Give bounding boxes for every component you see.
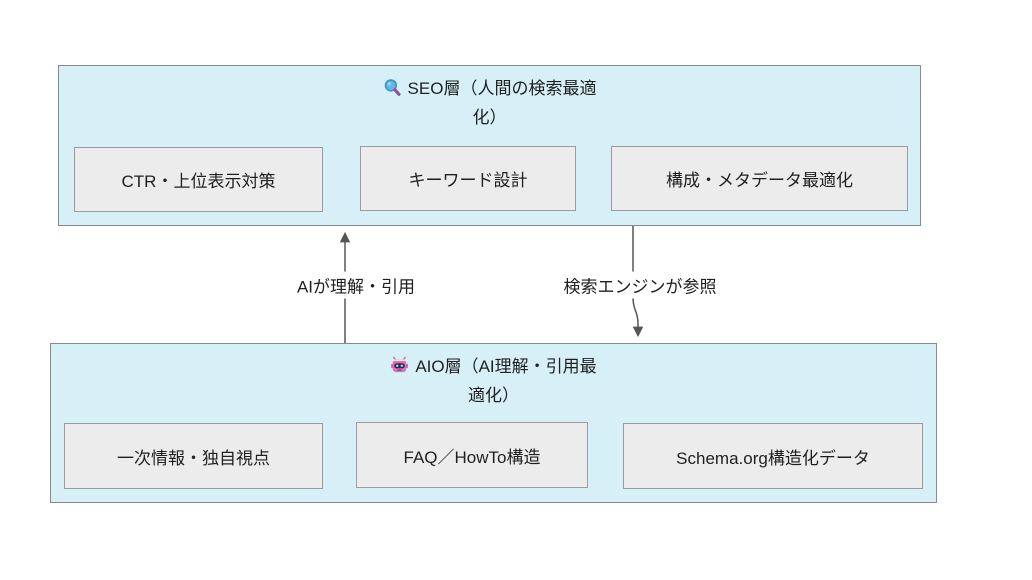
node-ctr-ranking: CTR・上位表示対策 bbox=[74, 147, 323, 212]
node-keyword-design-label: キーワード設計 bbox=[408, 171, 528, 190]
node-primary-info: 一次情報・独自視点 bbox=[64, 423, 323, 489]
robot-icon bbox=[390, 355, 409, 374]
seo-layer-title: SEO層（人間の検索最適 化） bbox=[59, 74, 920, 132]
aio-title-text-1: AIO層（AI理解・引用最 bbox=[415, 357, 597, 376]
node-primary-info-label: 一次情報・独自視点 bbox=[117, 448, 270, 468]
node-ctr-ranking-label: CTR・上位表示対策 bbox=[121, 172, 276, 191]
node-keyword-design: キーワード設計 bbox=[360, 146, 576, 211]
node-structure-metadata: 構成・メタデータ最適化 bbox=[611, 146, 908, 211]
node-faq-howto: FAQ／HowTo構造 bbox=[356, 422, 588, 488]
seo-title-line-2: 化） bbox=[472, 108, 507, 127]
seo-layer-container: SEO層（人間の検索最適 化） CTR・上位表示対策 キーワード設計 構成・メタ… bbox=[58, 65, 921, 226]
seo-title-text-1: SEO層（人間の検索最適 bbox=[407, 79, 597, 98]
seo-title-line-1: SEO層（人間の検索最適 bbox=[59, 74, 920, 103]
aio-layer-container: AIO層（AI理解・引用最 適化） 一次情報・独自視点 FAQ／HowTo構造 … bbox=[50, 343, 937, 503]
edge-label-ai-cites: AIが理解・引用 bbox=[291, 271, 421, 299]
aio-layer-title: AIO層（AI理解・引用最 適化） bbox=[51, 352, 936, 410]
edge-label-search-engine-refs: 検索エンジンが参照 bbox=[558, 271, 722, 299]
node-structure-metadata-label: 構成・メタデータ最適化 bbox=[666, 171, 853, 190]
aio-title-line-2: 適化） bbox=[468, 386, 519, 405]
node-schema-data-label: Schema.org構造化データ bbox=[676, 448, 870, 468]
aio-title-line-1: AIO層（AI理解・引用最 bbox=[51, 352, 936, 381]
node-schema-data: Schema.org構造化データ bbox=[623, 423, 923, 489]
magnifying-glass-icon bbox=[383, 77, 402, 96]
node-faq-howto-label: FAQ／HowTo構造 bbox=[403, 447, 541, 467]
